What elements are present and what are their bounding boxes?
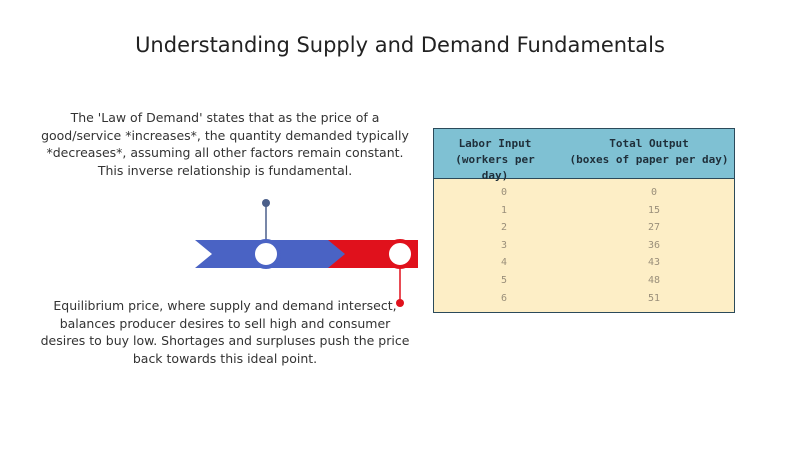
header-total-output: Total Output (boxes of paper per day) xyxy=(569,136,729,168)
red-pin-dot xyxy=(396,299,404,307)
blue-pin-dot xyxy=(262,199,270,207)
labor-cell: 2 xyxy=(500,222,508,234)
output-cell: 27 xyxy=(647,222,661,234)
header-labor-input: Labor Input (workers per day) xyxy=(440,136,550,184)
labor-cell: 1 xyxy=(500,204,508,216)
table-row: 5 48 xyxy=(434,272,734,290)
slide-title: Understanding Supply and Demand Fundamen… xyxy=(135,33,665,57)
output-cell: 36 xyxy=(647,239,661,251)
table-header: Labor Input (workers per day) Total Outp… xyxy=(434,129,734,182)
table-row: 6 51 xyxy=(434,290,734,308)
labor-cell: 4 xyxy=(500,257,508,269)
output-cell: 51 xyxy=(647,292,661,304)
red-ring-marker xyxy=(385,239,415,269)
law-of-demand-text: The 'Law of Demand' states that as the p… xyxy=(41,110,409,178)
blue-ring-marker xyxy=(251,239,281,269)
output-cell: 43 xyxy=(647,257,661,269)
table-row: 0 0 xyxy=(434,184,734,202)
labor-cell: 5 xyxy=(500,274,508,286)
header-labor-line2: (workers per day) xyxy=(455,153,535,182)
table-body: 0 0 1 15 2 27 3 36 4 43 5 48 xyxy=(434,184,734,307)
labor-cell: 0 xyxy=(500,187,508,198)
output-cell: 48 xyxy=(647,274,661,286)
table-row: 3 36 xyxy=(434,237,734,255)
table-row: 4 43 xyxy=(434,254,734,272)
output-cell: 15 xyxy=(647,204,661,216)
table-row: 1 15 xyxy=(434,202,734,220)
equilibrium-text: Equilibrium price, where supply and dema… xyxy=(40,298,410,366)
labor-output-table: Labor Input (workers per day) Total Outp… xyxy=(433,128,735,313)
labor-cell: 6 xyxy=(500,292,508,304)
header-labor-line1: Labor Input xyxy=(458,137,532,150)
timeline-graphic xyxy=(190,195,430,310)
table-row: 2 27 xyxy=(434,219,734,237)
header-output-line2: (boxes of paper per day) xyxy=(569,153,729,166)
header-output-line1: Total Output xyxy=(609,137,689,150)
labor-cell: 3 xyxy=(500,239,508,251)
output-cell: 0 xyxy=(650,187,658,198)
